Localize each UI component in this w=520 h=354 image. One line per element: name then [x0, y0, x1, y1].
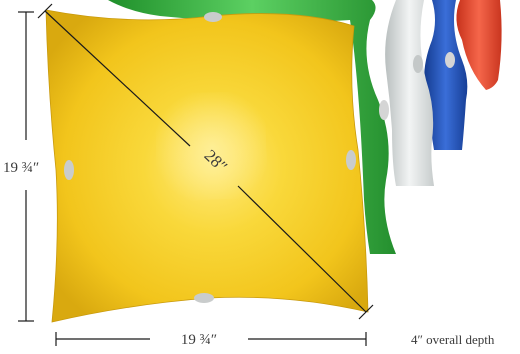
yellow-panel-grommet-right — [346, 150, 356, 170]
green-panel — [108, 0, 396, 254]
depth-note: 4″ overall depth — [411, 332, 495, 347]
diagonal-dimension-line-a — [44, 10, 191, 147]
white-panel-grommet — [413, 55, 423, 73]
blue-panel-grommet — [445, 52, 455, 68]
red-panel — [456, 0, 502, 90]
diagonal-dimension-line-b — [237, 185, 367, 313]
yellow-panel-grommet-left — [64, 160, 74, 180]
diagonal-tick-end — [358, 304, 374, 320]
yellow-panel-grommet-bottom — [194, 293, 214, 303]
diagonal-tick-start — [37, 3, 53, 19]
blue-panel — [424, 0, 468, 150]
yellow-panel-grommet-top — [204, 12, 222, 22]
width-label: 19 ¾″ — [181, 332, 217, 348]
white-panel — [385, 0, 434, 186]
height-label: 19 ¾″ — [3, 160, 39, 176]
yellow-panel-inner-highlight — [152, 88, 272, 206]
green-panel-grommet — [379, 100, 389, 120]
